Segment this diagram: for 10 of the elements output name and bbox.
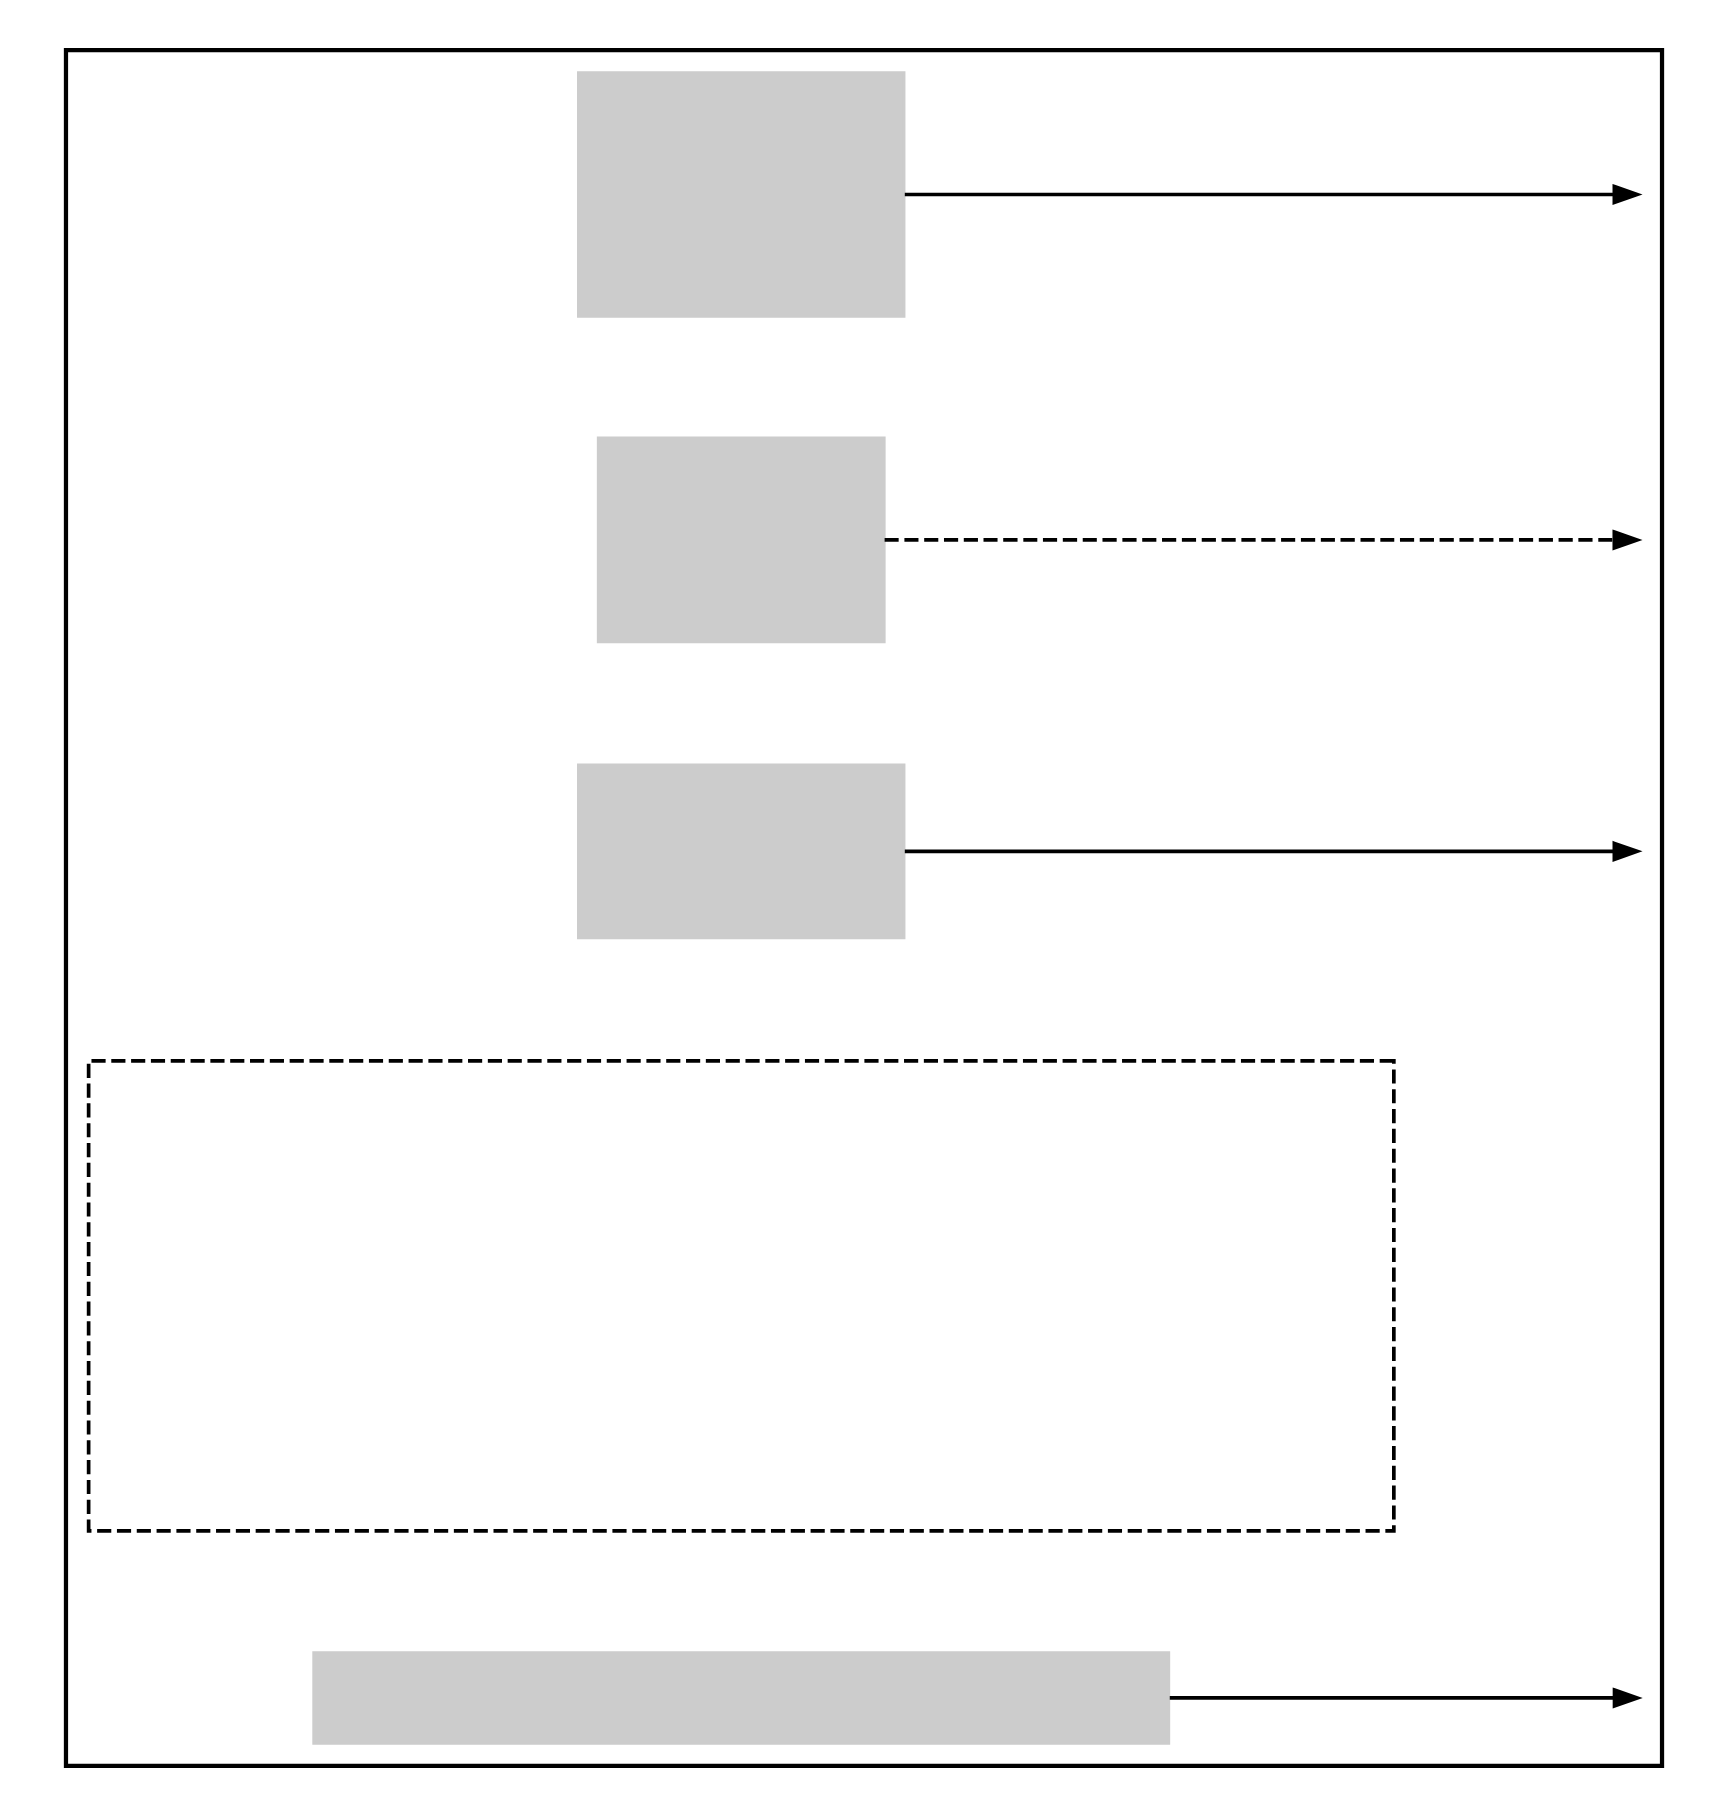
node-bar xyxy=(312,1651,1171,1745)
cluster xyxy=(63,48,1665,1768)
arrow xyxy=(904,840,1643,862)
node-box xyxy=(577,763,906,940)
node-box xyxy=(577,71,906,318)
node-box xyxy=(596,436,886,644)
arrow xyxy=(1169,1687,1643,1709)
arrow xyxy=(884,529,1643,551)
arrow xyxy=(904,184,1643,206)
node-box xyxy=(86,1059,1396,1533)
